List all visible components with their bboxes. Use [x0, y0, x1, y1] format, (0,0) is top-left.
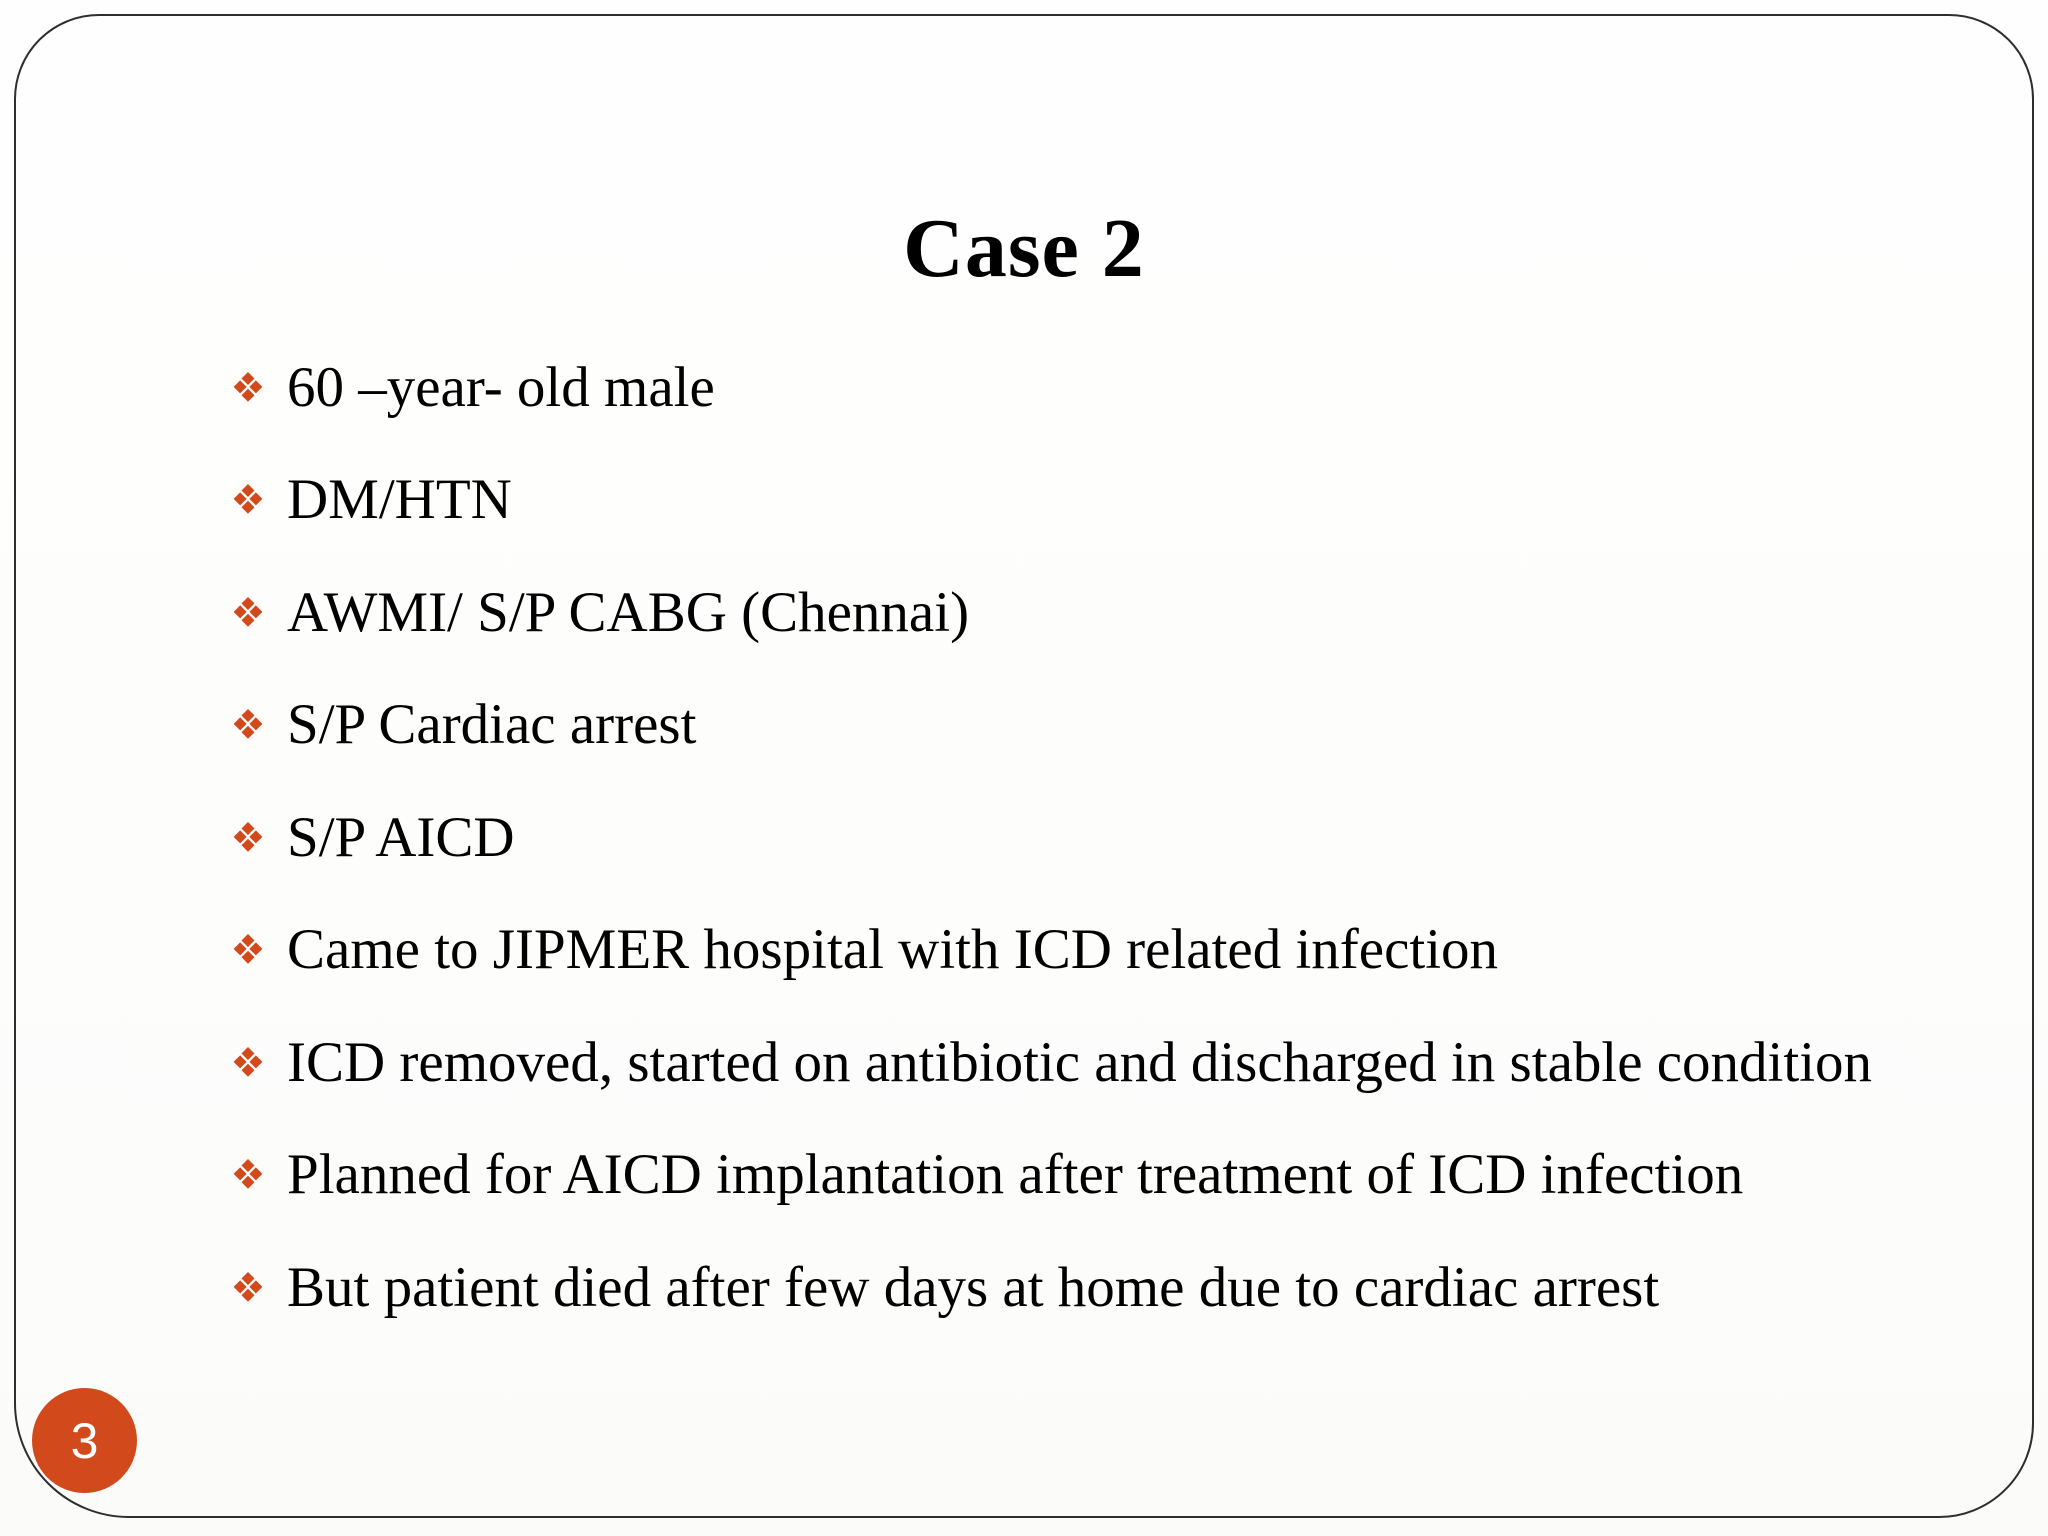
- bullet-text: AWMI/ S/P CABG (Chennai): [287, 580, 970, 644]
- bullet-text: Came to JIPMER hospital with ICD related…: [287, 918, 1499, 982]
- four-diamond-bullet-icon: [233, 708, 263, 743]
- four-diamond-bullet-icon: [233, 371, 263, 406]
- page-number: 3: [70, 1412, 99, 1469]
- bullet-item: Came to JIPMER hospital with ICD related…: [233, 895, 1928, 1008]
- bullet-item: S/P AICD: [233, 782, 1928, 895]
- four-diamond-bullet-icon: [233, 596, 263, 631]
- bullet-item: ICD removed, started on antibiotic and d…: [233, 1007, 1928, 1120]
- bullet-item: But patient died after few days at home …: [233, 1232, 1928, 1345]
- four-diamond-bullet-icon: [233, 933, 263, 968]
- four-diamond-bullet-icon: [233, 1271, 263, 1306]
- bullet-item: S/P Cardiac arrest: [233, 670, 1928, 783]
- bullet-text: ICD removed, started on antibiotic and d…: [287, 1030, 1873, 1094]
- bullet-item: AWMI/ S/P CABG (Chennai): [233, 557, 1928, 670]
- four-diamond-bullet-icon: [233, 483, 263, 518]
- bullet-item: Planned for AICD implantation after trea…: [233, 1120, 1928, 1233]
- bullet-text: But patient died after few days at home …: [287, 1255, 1660, 1319]
- bullet-list: 60 –year- old male DM/HTN AWMI/ S/P CABG…: [233, 332, 1928, 1345]
- slide-title: Case 2: [903, 202, 1145, 295]
- bullet-text: DM/HTN: [287, 468, 512, 532]
- bullet-text: 60 –year- old male: [287, 355, 715, 419]
- bullet-item: DM/HTN: [233, 445, 1928, 558]
- bullet-item: 60 –year- old male: [233, 332, 1928, 445]
- four-diamond-bullet-icon: [233, 1158, 263, 1193]
- bullet-text: S/P AICD: [287, 805, 515, 869]
- bullet-text: Planned for AICD implantation after trea…: [287, 1143, 1744, 1207]
- bullet-text: S/P Cardiac arrest: [287, 693, 697, 757]
- four-diamond-bullet-icon: [233, 821, 263, 856]
- page-number-badge: 3: [32, 1388, 137, 1493]
- four-diamond-bullet-icon: [233, 1046, 263, 1081]
